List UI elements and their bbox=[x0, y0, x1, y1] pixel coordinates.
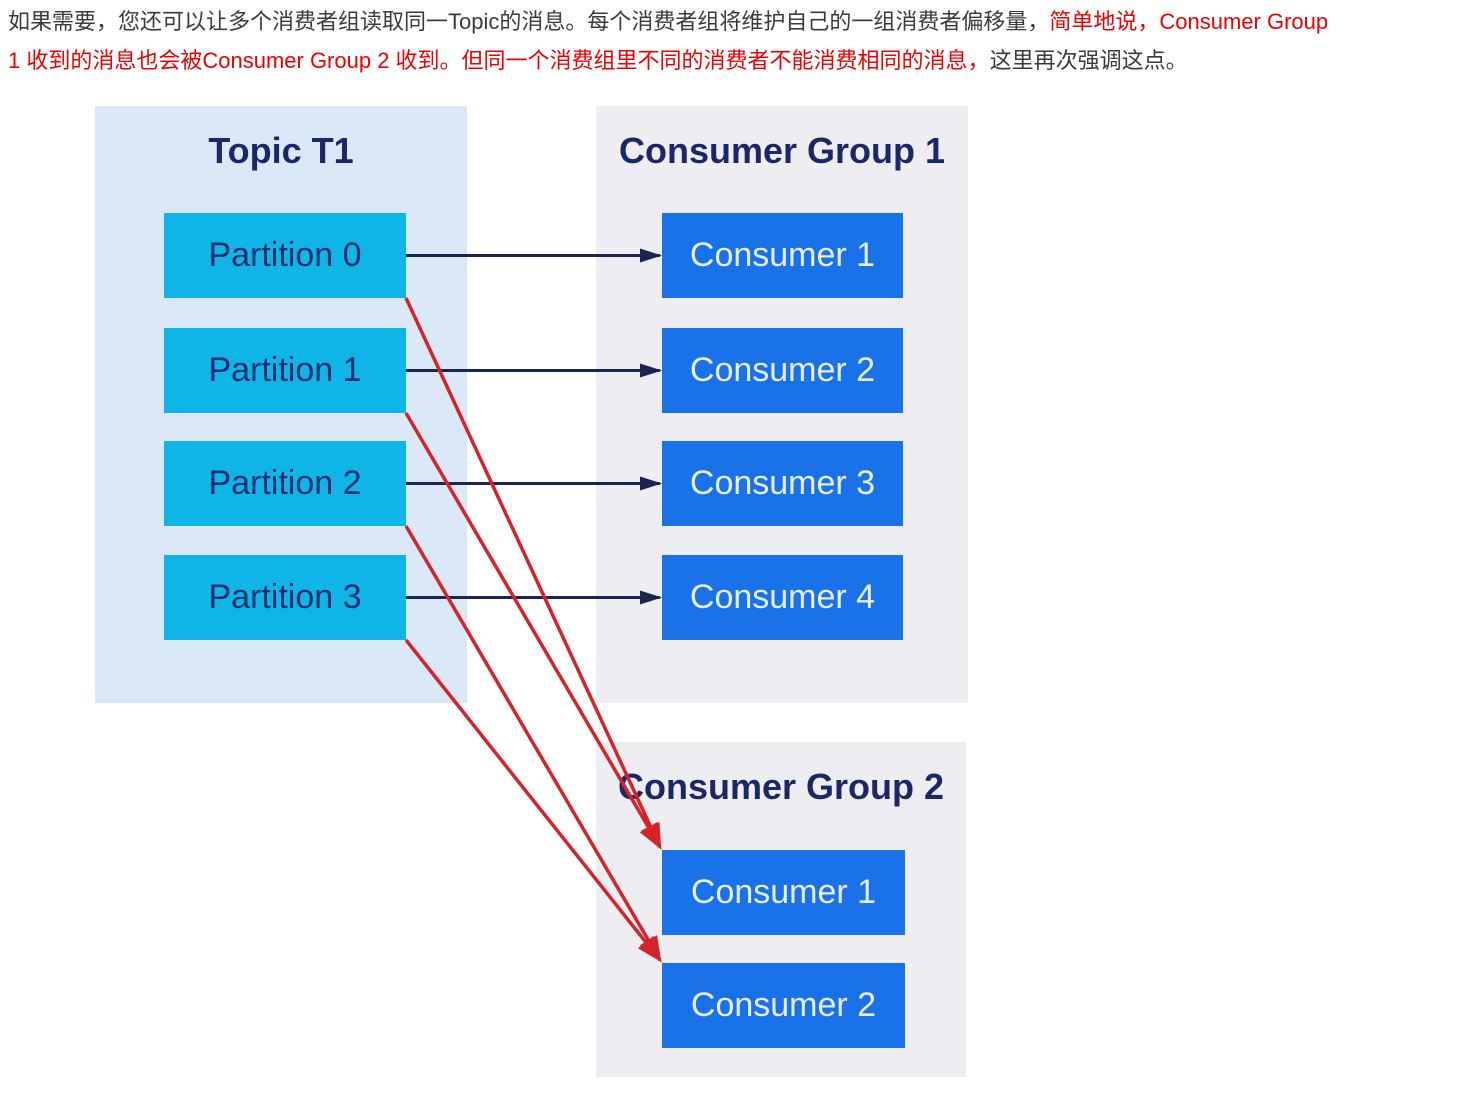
consumer-group-2-panel: Consumer Group 2 Consumer 1 Consumer 2 bbox=[596, 742, 966, 1077]
paragraph-text-black-1: 如果需要，您还可以让多个消费者组读取同一Topic的消息。每个消费者组将维护自己… bbox=[8, 9, 1050, 34]
consumer-group-1-title: Consumer Group 1 bbox=[618, 130, 946, 171]
g2-consumer-2: Consumer 2 bbox=[662, 963, 905, 1048]
paragraph-text-black-2: 这里再次强调这点。 bbox=[989, 48, 1188, 73]
paragraph-text-red-1: 简单地说，Consumer Group bbox=[1049, 9, 1329, 34]
g1-consumer-4: Consumer 4 bbox=[662, 555, 903, 640]
g1-consumer-2: Consumer 2 bbox=[662, 328, 903, 413]
topic-t1-panel: Topic T1 Partition 0 Partition 1 Partiti… bbox=[95, 106, 467, 703]
g1-consumer-3: Consumer 3 bbox=[662, 441, 903, 526]
consumer-group-2-title: Consumer Group 2 bbox=[617, 766, 945, 807]
g1-consumer-1: Consumer 1 bbox=[662, 213, 903, 298]
paragraph-line-2: 1 收到的消息也会被Consumer Group 2 收到。但同一个消费组里不同… bbox=[8, 41, 1470, 80]
intro-paragraph: 如果需要，您还可以让多个消费者组读取同一Topic的消息。每个消费者组将维护自己… bbox=[8, 2, 1470, 80]
paragraph-text-red-2: 1 收到的消息也会被Consumer Group 2 收到。但同一个消费组里不同… bbox=[8, 48, 990, 73]
paragraph-line-1: 如果需要，您还可以让多个消费者组读取同一Topic的消息。每个消费者组将维护自己… bbox=[8, 2, 1470, 41]
partition-3: Partition 3 bbox=[164, 555, 406, 640]
topic-title: Topic T1 bbox=[208, 130, 354, 171]
partition-0: Partition 0 bbox=[164, 213, 406, 298]
partition-1: Partition 1 bbox=[164, 328, 406, 413]
partition-2: Partition 2 bbox=[164, 441, 406, 526]
consumer-group-1-panel: Consumer Group 1 Consumer 1 Consumer 2 C… bbox=[596, 106, 968, 703]
g2-consumer-1: Consumer 1 bbox=[662, 850, 905, 935]
